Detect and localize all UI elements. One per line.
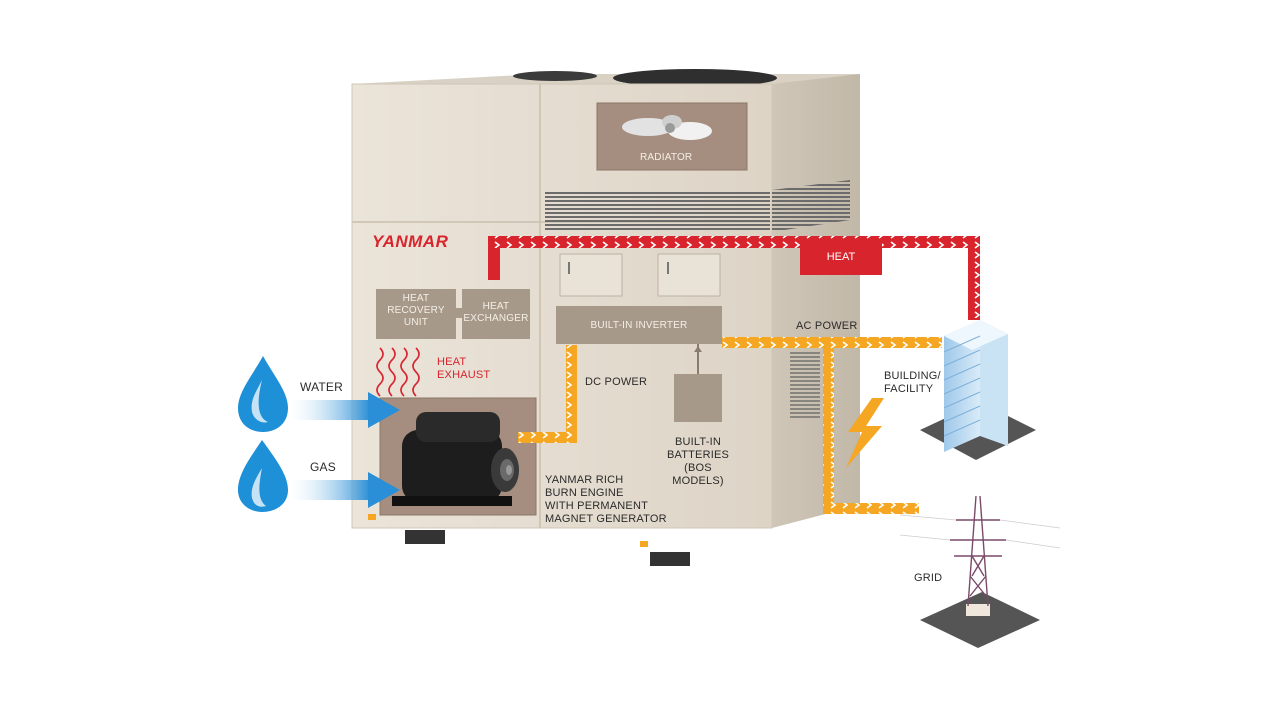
building-icon [920,320,1036,460]
engine-generator [392,412,519,506]
gas-flame-icon [238,440,288,512]
top-fan-right [613,69,777,87]
water-drop-icon [238,356,288,432]
water-label: WATER [300,380,343,394]
water-arrow-shaft [290,400,370,420]
heat-recovery-unit-label: HEAT RECOVERY UNIT [387,293,445,328]
heat-label: HEAT [826,251,856,263]
heat-exhaust-label: HEAT EXHAUST [437,356,491,381]
heat-box [800,241,882,275]
built-in-inverter-label: BUILT-IN INVERTER [590,320,688,331]
grid-label: GRID [914,572,943,584]
cabinet-side [772,74,860,528]
ac-power-flow-line [722,337,942,514]
ac-power-label: AC POWER [796,320,858,332]
foot [405,530,445,544]
connector [455,308,463,318]
radiator-label: RADIATOR [640,152,693,163]
gas-arrow-shaft [290,480,370,500]
batteries-box [674,374,722,422]
dc-power-label: DC POWER [585,376,648,388]
gas-arrow-head [368,472,400,508]
building-label: BUILDING/ FACILITY [884,370,941,395]
louver-grille [545,190,770,232]
foot [650,552,690,566]
transmission-tower-icon [899,495,1061,648]
water-arrow-head [368,392,400,428]
heat-exchanger-box [462,289,530,339]
cabinet-top [352,74,860,84]
heat-exchanger-label: HEAT EXCHANGER [463,301,529,324]
batteries-label: BUILT-IN BATTERIES (BOS MODELS) [666,436,730,487]
top-fan-left [513,71,597,81]
heat-exhaust-waves [376,347,420,397]
door-right [657,253,721,297]
built-in-inverter-box [556,306,722,344]
side-vent [772,180,850,232]
lightning-bolt-icon [846,398,884,468]
radiator-fan-icon [622,115,712,140]
door-left [559,253,623,297]
brand-logo: YANMAR [372,232,449,251]
dc-power-flow-line [518,345,577,443]
side-vent-lower-1 [790,350,820,420]
engine-label: YANMAR RICH BURN ENGINE WITH PERMANENT M… [545,474,667,525]
heat-recovery-unit-box [376,289,456,339]
radiator-window [596,102,748,171]
gas-label: GAS [310,460,336,474]
